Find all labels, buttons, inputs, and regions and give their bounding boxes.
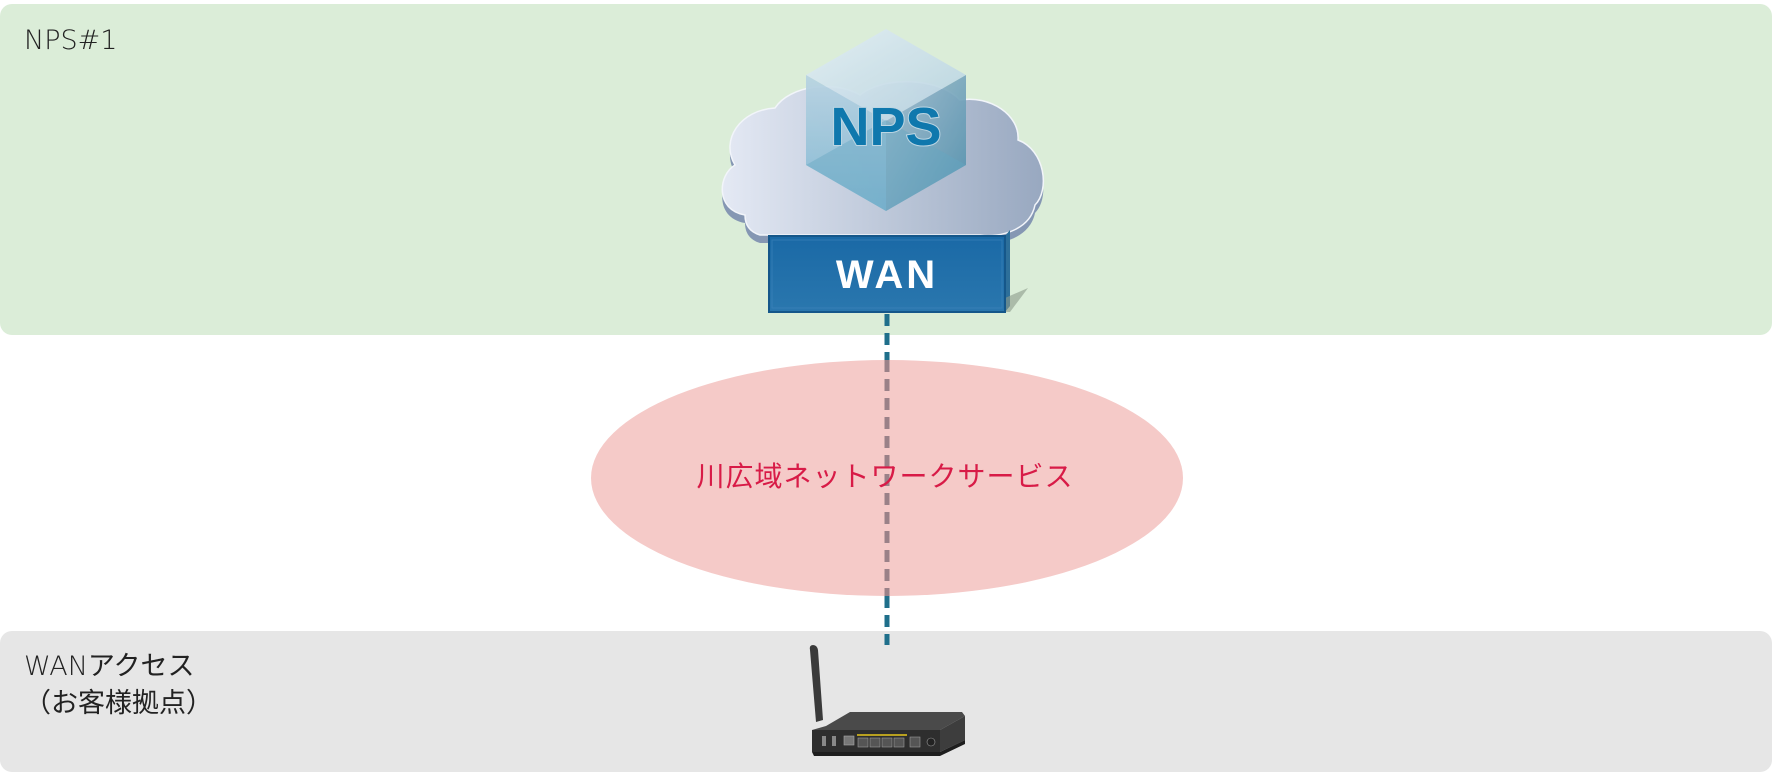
wan-access-label-line1: WANアクセス (24, 651, 195, 682)
nps-cube-icon (806, 29, 966, 211)
nps-cube-label: NPS (830, 97, 941, 157)
nps-zone-label: NPS#1 (24, 25, 118, 56)
network-service-label: 川広域ネットワークサービス (696, 460, 1074, 493)
wan-access-label-line2: （お客様拠点） (24, 688, 213, 719)
wan-box-label: WAN (836, 253, 938, 297)
router-icon (809, 645, 965, 756)
wan-box (768, 230, 1028, 313)
wan-access-zone-label: WANアクセス （お客様拠点） (24, 648, 213, 722)
